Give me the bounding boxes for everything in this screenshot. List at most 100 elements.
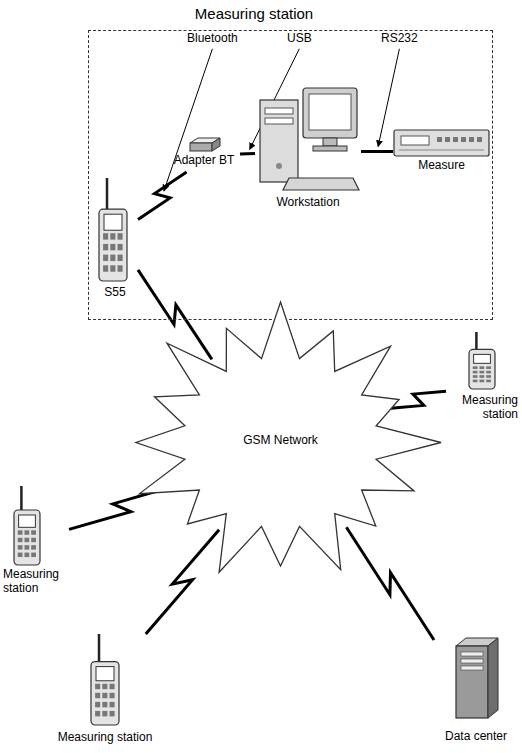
drawing-part [479,371,484,374]
measure-icon [393,128,490,158]
drawing-part [190,143,212,151]
drawing-part [118,244,123,250]
drawing-part [473,366,478,369]
device-node: Data center [434,638,518,750]
node-label: GSM Network [118,434,443,448]
drawing-part [98,634,101,664]
drawing-part [477,137,482,142]
radio-link [138,172,187,220]
node-label: Data center [434,730,518,744]
network-cloud: GSM Network [118,300,443,585]
drawing-part [445,137,450,142]
drawing-part [461,666,483,670]
drawing-part [110,711,115,716]
device-node: Workstation [255,86,361,218]
drawing-part [260,100,298,182]
drawing-part [18,530,23,534]
drawing-part [486,375,491,378]
leader-line [164,49,213,191]
drawing-part [486,366,491,369]
drawing-part [473,380,478,383]
drawing-part [212,138,220,151]
drawing-part [283,178,359,190]
device-node: S55 [92,178,138,306]
drawing-part [399,150,484,151]
drawing-part [453,137,458,142]
drawing-part [486,380,491,383]
device-node: Adapter BT [168,138,240,172]
drawing-part [479,380,484,383]
drawing-part [394,130,489,156]
drawing-part [18,538,23,542]
drawing-part [31,538,36,542]
drawing-part [110,255,115,261]
drawing-part [118,255,123,261]
drawing-part [24,545,29,549]
drawing-part [473,375,478,378]
radio-link [146,530,219,634]
drawing-part [20,486,23,512]
drawing-part [18,553,23,557]
drawing-part [103,233,108,239]
station-group: Measuring stationS55Adapter BTWorkstatio… [88,30,493,320]
drawing-part [99,209,127,281]
drawing-part [106,178,109,211]
drawing-part [313,146,347,151]
label-holder: Bluetooth [186,32,239,46]
drawing-part [110,684,115,689]
drawing-part [110,265,115,271]
drawing-part [18,545,23,549]
drawing-part [31,553,36,557]
drawing-part [104,214,122,230]
drawing-part [102,693,107,698]
drawing-part [479,375,484,378]
drawing-part [461,137,466,142]
drawing-part [474,354,491,363]
drawing-part [276,163,282,169]
phone-icon [98,178,128,282]
drawing-part [323,138,337,146]
drawing-part [265,118,293,124]
device-node: Measuring station [40,634,170,750]
drawing-part [103,244,108,250]
drawing-part [461,659,483,663]
drawing-part [475,332,478,351]
device-node: Measuring station [3,486,69,600]
node-label: Measure [393,159,490,173]
drawing-part [473,371,478,374]
drawing-part [95,684,100,689]
group-title: Measuring station [129,5,379,22]
drawing-part [14,510,40,565]
link-label: Bluetooth [186,32,239,46]
link-label: USB [286,32,313,46]
drawing-part [102,702,107,707]
drawing-part [95,711,100,716]
drawing-part [469,349,495,389]
drawing-part [91,662,119,725]
node-label: Measuring station [3,568,69,596]
drawing-part [437,137,442,142]
drawing-part [102,684,107,689]
drawing-part [24,553,29,557]
drawing-part [456,646,488,718]
device-node: Measure [393,128,490,174]
label-holder: RS232 [380,32,419,46]
drawing-part [479,366,484,369]
drawing-part [110,702,115,707]
drawing-part [309,94,351,130]
adapter-icon [190,138,220,151]
drawing-part [19,515,36,527]
drawing-part [24,538,29,542]
drawing-part [31,545,36,549]
drawing-part [95,693,100,698]
node-label: Workstation [255,196,361,210]
drawing-part [401,136,429,145]
radio-link [138,270,212,360]
drawing-part [103,265,108,271]
device-node: Measuring station [446,332,518,428]
drawing-part [24,530,29,534]
drawing-part [469,137,474,142]
drawing-part [118,233,123,239]
drawing-part [118,265,123,271]
